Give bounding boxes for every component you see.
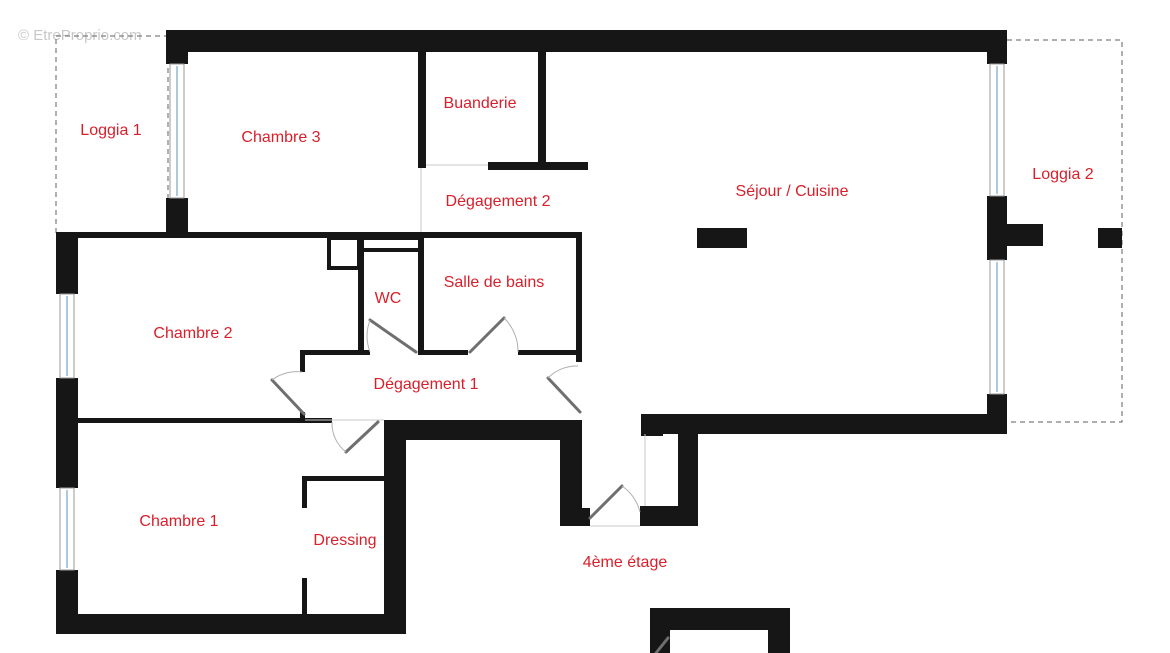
- sejour-bottom-wall: [641, 414, 1007, 434]
- wc-sdb-divider: [418, 238, 424, 354]
- entrance-left-foot: [560, 508, 590, 526]
- chambre3-left-wall-lower: [166, 198, 188, 238]
- dressing-top-wall: [302, 476, 386, 481]
- loggia2-wall-end: [1098, 228, 1122, 248]
- wc-shelf: [360, 236, 422, 252]
- buanderie-left-wall: [418, 30, 426, 168]
- top-outer-wall: [166, 30, 1007, 52]
- dressing-left-wall-top: [302, 476, 307, 508]
- label-loggia-1: Loggia 1: [80, 122, 141, 139]
- wc-left-wall: [358, 238, 364, 354]
- label-buanderie: Buanderie: [444, 95, 517, 112]
- landing-top-wall: [650, 608, 790, 630]
- sejour-door[interactable]: [546, 365, 582, 414]
- label-salle-de-bains: Salle de bains: [444, 274, 545, 291]
- dressing-right-wall: [384, 420, 406, 632]
- chambre2-door[interactable]: [270, 371, 306, 416]
- landing-right-wall: [768, 608, 790, 653]
- chambre3-left-wall-upper: [166, 30, 188, 64]
- label-dressing: Dressing: [313, 532, 376, 549]
- label-chambre-2: Chambre 2: [153, 325, 232, 342]
- bottom-outer-wall: [56, 614, 406, 634]
- degagement1-top-wall-c: [518, 350, 582, 355]
- chambre3-bottom-wall: [56, 232, 422, 238]
- degagement1-left-wall-bottom: [300, 412, 305, 422]
- sejour-window-upper: [989, 63, 1005, 197]
- buanderie-right-wall: [538, 30, 546, 168]
- entrance-right-corner: [641, 414, 663, 436]
- chambre2-bottom-wall: [56, 418, 332, 423]
- label-etage: 4ème étage: [583, 554, 668, 571]
- left-outer-wall-1: [56, 232, 78, 294]
- sejour-right-wall-top: [987, 30, 1007, 64]
- loggia-1-outline: [55, 35, 169, 235]
- label-chambre-1: Chambre 1: [139, 513, 218, 530]
- sejour-window-lower: [989, 259, 1005, 395]
- sejour-pillar: [697, 228, 747, 248]
- salle-de-bains-door[interactable]: [468, 316, 519, 354]
- chambre1-window: [59, 487, 75, 571]
- watermark: © EtreProprio.com: [18, 27, 142, 44]
- sejour-right-wall-mid: [987, 196, 1007, 260]
- loggia2-wall-stub: [1007, 224, 1043, 246]
- degagement1-bottom-wall: [396, 420, 582, 440]
- entrance-right-wall: [678, 420, 698, 526]
- label-sejour-cuisine: Séjour / Cuisine: [736, 183, 849, 200]
- chambre2-window: [59, 293, 75, 379]
- sdb-top-wall: [420, 232, 582, 238]
- wc-door[interactable]: [366, 318, 418, 354]
- degagement1-top-wall-a: [300, 350, 370, 355]
- left-outer-wall-2: [56, 378, 78, 488]
- label-wc: WC: [375, 290, 402, 307]
- sdb-right-wall: [576, 232, 582, 362]
- degagement1-top-wall-b: [418, 350, 468, 355]
- entrance-right-foot: [640, 506, 698, 526]
- label-chambre-3: Chambre 3: [241, 129, 320, 146]
- entrance-left-wall: [560, 420, 582, 526]
- chambre1-door[interactable]: [331, 420, 380, 454]
- dressing-left-wall-bottom: [302, 578, 307, 618]
- degagement1-left-wall-top: [300, 350, 305, 372]
- label-degagement-2: Dégagement 2: [446, 193, 551, 210]
- label-loggia-2: Loggia 2: [1032, 166, 1093, 183]
- label-degagement-1: Dégagement 1: [374, 376, 479, 393]
- landing-door: [654, 636, 670, 653]
- chambre3-window: [169, 63, 185, 199]
- buanderie-bottom-wall: [488, 162, 588, 170]
- technical-shaft: [327, 236, 361, 270]
- entrance-door[interactable]: [588, 484, 641, 520]
